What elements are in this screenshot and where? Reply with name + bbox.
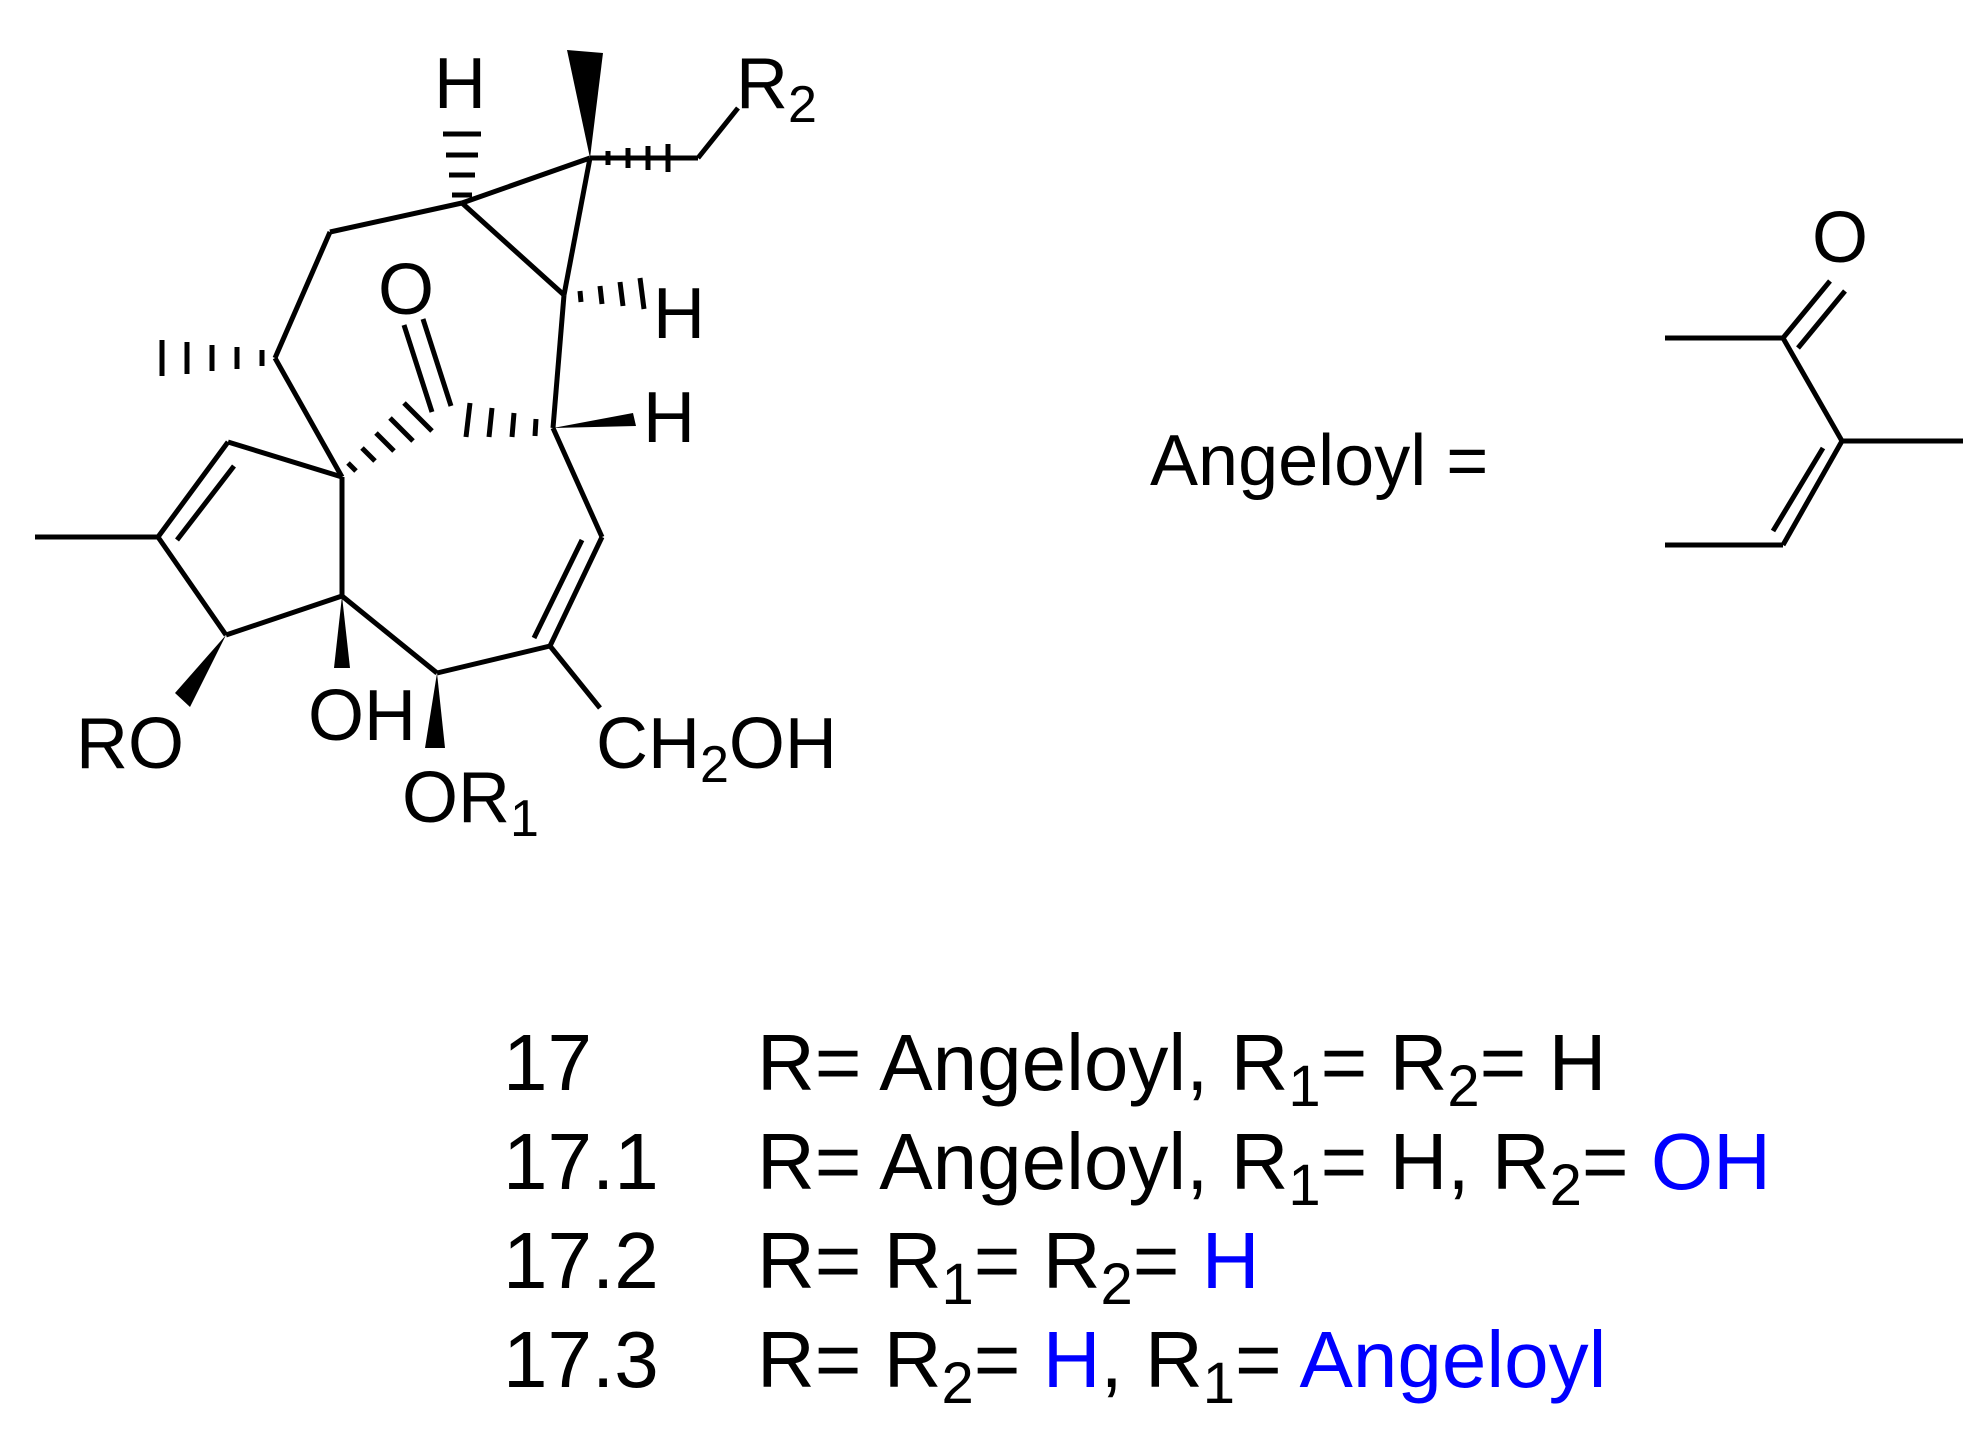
substituent-text: = R — [974, 1216, 1101, 1305]
substituent-subscript: 2 — [1100, 1252, 1132, 1317]
angeloyl-bonds — [1665, 279, 1963, 548]
substituent-subscript: 1 — [1203, 1351, 1235, 1416]
substituent-subscript: 1 — [942, 1252, 974, 1317]
compound-substituents: R= Angeloyl, R1= H, R2= OH — [757, 1117, 1771, 1218]
label-r2-sub: 2 — [788, 76, 817, 134]
label-r2-main: R — [736, 44, 788, 124]
compound-id: 17.3 — [503, 1315, 659, 1404]
label-ro: RO — [76, 704, 184, 784]
compound-id: 17.2 — [503, 1216, 659, 1305]
substituent-text: H — [1202, 1216, 1260, 1305]
compound-substituents: R= R2= H, R1= Angeloyl — [757, 1315, 1606, 1416]
substituent-text: R= R — [757, 1315, 942, 1404]
substituent-subscript: 2 — [942, 1351, 974, 1416]
substituent-text: OH — [1651, 1117, 1771, 1206]
substituent-text: , R — [1101, 1315, 1203, 1404]
stereo-hashes — [159, 131, 671, 473]
angeloyl-definition: Angeloyl = O — [1150, 198, 1963, 548]
main-structure: H R2 O H H RO OH OR1 CH2OH — [35, 44, 837, 848]
substituent-text: H — [1043, 1315, 1101, 1404]
stereo-wedges — [175, 50, 636, 748]
label-h-cyclopropane: H — [653, 274, 705, 354]
substituent-text: R= Angeloyl, R — [757, 1117, 1288, 1206]
atom-labels: H R2 O H H RO OH OR1 CH2OH — [76, 44, 837, 848]
substituent-subscript: 1 — [1288, 1153, 1320, 1218]
substituent-text: R= Angeloyl, R — [757, 1018, 1288, 1107]
label-or1-main: OR — [402, 758, 510, 838]
label-or1-sub: 1 — [510, 790, 539, 848]
substituent-subscript: 1 — [1288, 1054, 1320, 1119]
label-r2: R2 — [736, 44, 817, 134]
compound-substituents: R= Angeloyl, R1= R2= H — [757, 1018, 1606, 1119]
substituent-text: = R — [1321, 1018, 1448, 1107]
substituent-text: = — [1582, 1117, 1651, 1206]
substituent-text: = — [974, 1315, 1043, 1404]
compound-id: 17 — [503, 1018, 592, 1107]
label-or1: OR1 — [402, 758, 539, 848]
label-ch2oh: CH2OH — [596, 704, 837, 794]
label-ch2oh-sub: 2 — [700, 736, 729, 794]
label-h-wedge: H — [643, 378, 695, 458]
label-ch2oh-a: CH — [596, 704, 700, 784]
substituent-text: Angeloyl — [1300, 1315, 1607, 1404]
label-oh: OH — [308, 676, 416, 756]
substituent-text: = — [1235, 1315, 1300, 1404]
substituent-text: = H, R — [1321, 1117, 1550, 1206]
substituent-subscript: 2 — [1550, 1153, 1582, 1218]
substituent-text: = — [1133, 1216, 1202, 1305]
substituent-text: R= R — [757, 1216, 942, 1305]
angeloyl-label: Angeloyl = — [1150, 421, 1488, 501]
skeleton-bonds — [35, 106, 740, 710]
substituent-text: = H — [1480, 1018, 1607, 1107]
compound-substituents: R= R1= R2= H — [757, 1216, 1259, 1317]
substituent-subscript: 2 — [1447, 1054, 1479, 1119]
compound-id: 17.1 — [503, 1117, 659, 1206]
label-h-top: H — [434, 44, 486, 124]
label-o-ketone: O — [378, 250, 434, 330]
angeloyl-o-label: O — [1812, 198, 1868, 278]
label-ch2oh-b: OH — [729, 704, 837, 784]
